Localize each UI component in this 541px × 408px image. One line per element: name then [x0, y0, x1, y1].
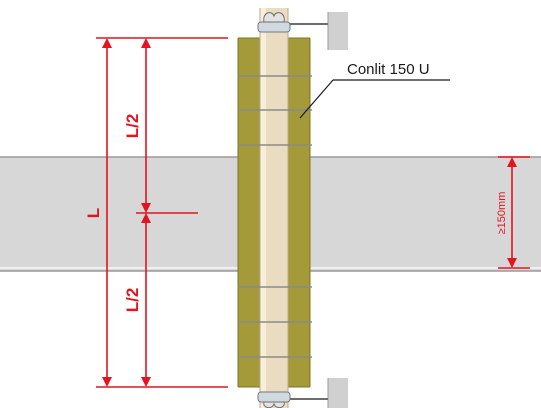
dimension-label-lower-half: L/2 — [123, 288, 142, 313]
dimension-label-upper-half: L/2 — [123, 114, 142, 139]
bottom-pipe-clamp — [257, 391, 291, 408]
dimension-lines — [96, 37, 530, 388]
wire-bands — [238, 75, 312, 358]
product-label: Conlit 150 U — [347, 61, 430, 78]
bottom-wall-bracket — [284, 378, 348, 408]
dimension-arrowheads — [102, 38, 517, 387]
top-pipe-clamp — [257, 12, 291, 33]
pipe — [259, 8, 289, 408]
dimension-label-slab-thickness: ≥150mm — [496, 192, 508, 235]
dimension-label-l: L — [84, 208, 103, 218]
callout-leader — [299, 79, 450, 119]
top-wall-bracket — [284, 12, 348, 50]
